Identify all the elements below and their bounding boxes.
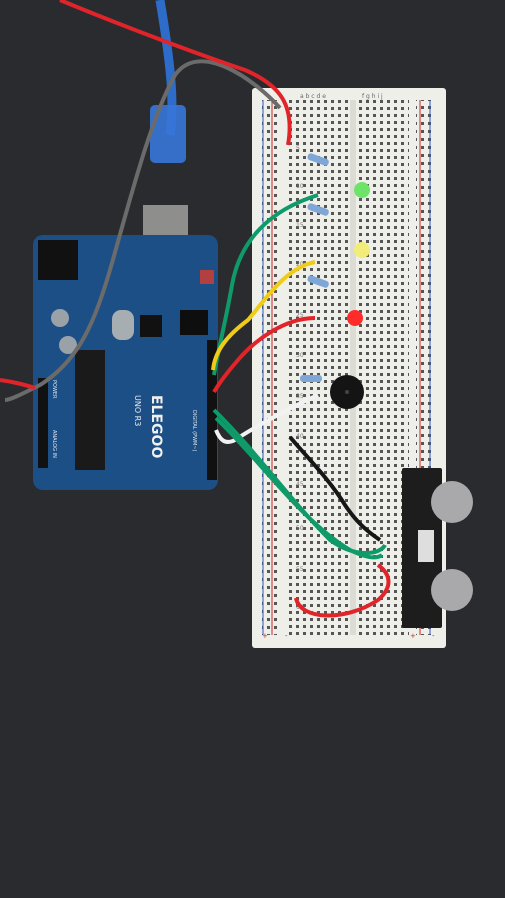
sensor-transducer-top	[431, 481, 473, 523]
ultrasonic-sensor	[402, 468, 473, 628]
icsp-header	[180, 310, 208, 335]
digital-header	[207, 340, 217, 480]
svg-text:5: 5	[296, 145, 300, 152]
terminal-strip-left	[285, 100, 348, 635]
wire-green-3	[214, 416, 384, 560]
svg-text:15: 15	[296, 222, 304, 229]
wire-gray	[4, 59, 282, 402]
capacitor-2	[59, 336, 77, 354]
led-yellow	[354, 242, 370, 258]
svg-text:20: 20	[296, 261, 304, 268]
svg-text:40: 40	[296, 433, 304, 440]
rail-plus-right: +	[410, 632, 416, 640]
atmega-chip	[75, 350, 105, 470]
rail-minus-right: -	[432, 632, 435, 640]
wire-red-top	[59, 0, 292, 146]
led-red	[347, 310, 363, 326]
column-letters-right: f g h i j	[362, 93, 383, 100]
led-green	[354, 182, 370, 198]
resistors	[300, 153, 329, 382]
model-label: UNO R3	[133, 395, 142, 426]
svg-text:35: 35	[296, 393, 304, 400]
rail-minus-left: -	[285, 632, 288, 640]
sensor-crystal	[418, 530, 434, 562]
usb-connector	[150, 105, 186, 163]
digital-label: DIGITAL (PWM~)	[191, 410, 197, 452]
svg-text:50: 50	[296, 525, 304, 532]
power-header	[38, 378, 48, 468]
svg-text:10: 10	[296, 183, 304, 190]
usb-chip	[140, 315, 162, 337]
svg-text:45: 45	[296, 481, 304, 488]
reset-button	[200, 270, 214, 284]
arduino-board: ELEGOO UNO R3 DIGITAL (PWM~) POWER ANALO…	[33, 235, 218, 490]
svg-text:30: 30	[296, 352, 304, 359]
analog-label: ANALOG IN	[51, 430, 57, 458]
wire-red-bottom	[294, 563, 391, 618]
column-letters-left: a b c d e	[300, 93, 326, 100]
dc-jack	[38, 240, 78, 280]
wire-red-left	[0, 378, 36, 390]
center-channel	[350, 100, 356, 635]
power-rail-left	[262, 100, 278, 635]
wire-yellow	[211, 260, 316, 371]
wire-black	[288, 435, 382, 542]
capacitor-1	[51, 309, 69, 327]
svg-text:25: 25	[296, 312, 304, 319]
sensor-transducer-bottom	[431, 569, 473, 611]
brand-label: ELEGOO	[148, 395, 164, 458]
rail-plus-left: +	[262, 632, 268, 640]
power-label: POWER	[51, 380, 57, 399]
row-numbers: 5 10 15 20 25 30 35 40 45 50 55 60	[296, 145, 304, 611]
wire-red-led	[212, 316, 316, 394]
svg-text:55: 55	[296, 566, 304, 573]
crystal	[112, 310, 134, 340]
